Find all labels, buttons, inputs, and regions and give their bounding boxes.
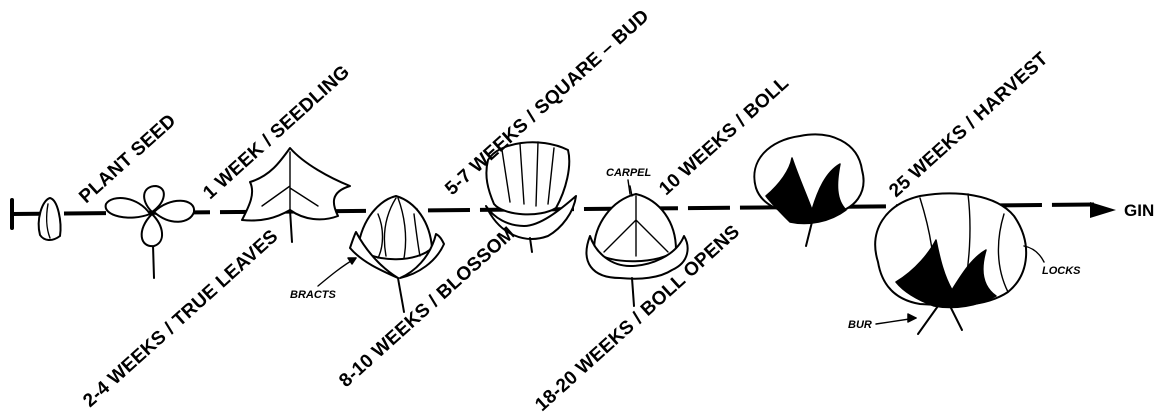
bracts-arrowhead [348,258,356,264]
true-leaves-icon [106,186,194,278]
arrow-head-icon [1090,202,1116,218]
callout-bracts: BRACTS [290,289,336,301]
callout-locks: LOCKS [1042,265,1081,277]
end-label-gin: GIN [1124,201,1154,220]
open-boll-icon [754,134,863,246]
stage-label-true-leaves: 2-4 WEEKS / TRUE LEAVES [79,226,282,412]
carpel-pointer [628,180,630,194]
harvest-boll-icon [875,193,1026,334]
stage-label-harvest: 25 WEEKS / HARVEST [885,48,1052,202]
bur-arrowhead [908,314,916,322]
callout-carpel: CARPEL [606,167,652,179]
callout-bur: BUR [848,319,872,331]
seed-icon [39,198,61,240]
